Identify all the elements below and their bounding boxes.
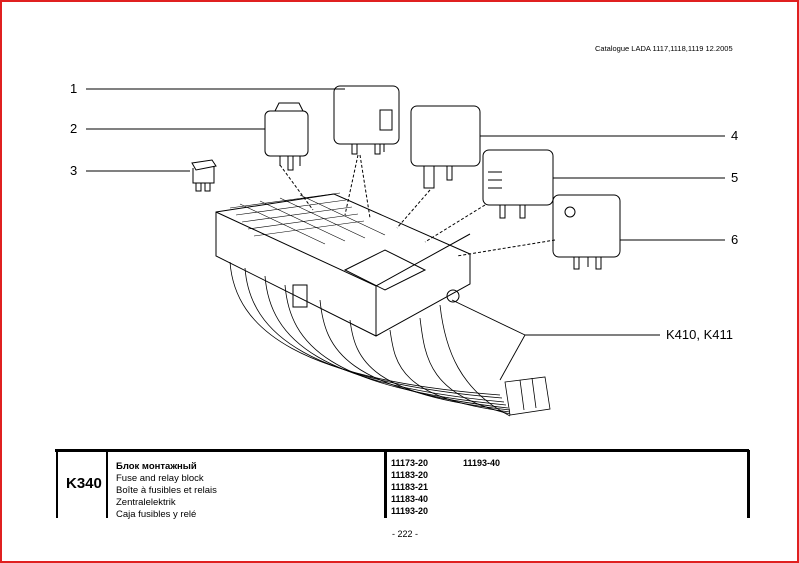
model: 11193-40 [463, 458, 501, 468]
relay-2 [264, 102, 309, 171]
description-en: Fuse and relay block [116, 473, 204, 484]
assembly-arrows [279, 154, 556, 257]
callout-2: 2 [70, 121, 78, 136]
model: 11183-20 [391, 470, 429, 480]
model: 11173-20 [391, 458, 429, 468]
description-ru: Блок монтажный [116, 461, 197, 472]
model: 11183-21 [391, 482, 429, 492]
table-divider [106, 450, 108, 518]
table-top-border [55, 449, 749, 452]
callout-4: 4 [731, 128, 739, 143]
callout-3: 3 [70, 163, 78, 178]
catalogue-header: Catalogue LADA 1117,1118,1119 12.2005 [595, 44, 733, 53]
fuse-block [215, 192, 471, 337]
callout-1: 1 [70, 81, 78, 96]
description-fr: Boîte à fusibles et relais [116, 485, 217, 496]
relay-6 [552, 194, 621, 270]
relay-5 [482, 149, 554, 219]
description-es: Caja fusibles y relé [116, 509, 197, 520]
models-col-2: 11193-40 [463, 457, 500, 469]
table-left-border [56, 450, 58, 518]
part-descriptions: Блок монтажный Fuse and relay block Boît… [116, 461, 217, 521]
fuse [191, 159, 217, 192]
model: 11193-20 [391, 506, 429, 516]
leader-lines [86, 88, 725, 381]
callout-5: 5 [731, 170, 739, 185]
part-code: K340 [66, 475, 102, 492]
relay-1 [333, 85, 400, 155]
callout-k410-k411: K410, K411 [666, 327, 733, 342]
table-divider [384, 450, 387, 518]
relay-4 [410, 105, 481, 189]
model: 11183-40 [391, 494, 429, 504]
description-de: Zentralelektrik [116, 497, 176, 508]
callout-6: 6 [731, 232, 739, 247]
table-right-border [747, 450, 750, 518]
wiring-harness [229, 261, 551, 417]
page-number: - 222 - [392, 529, 419, 539]
models-col-1: 11173-20 11183-20 11183-21 11183-40 1119… [391, 457, 428, 517]
